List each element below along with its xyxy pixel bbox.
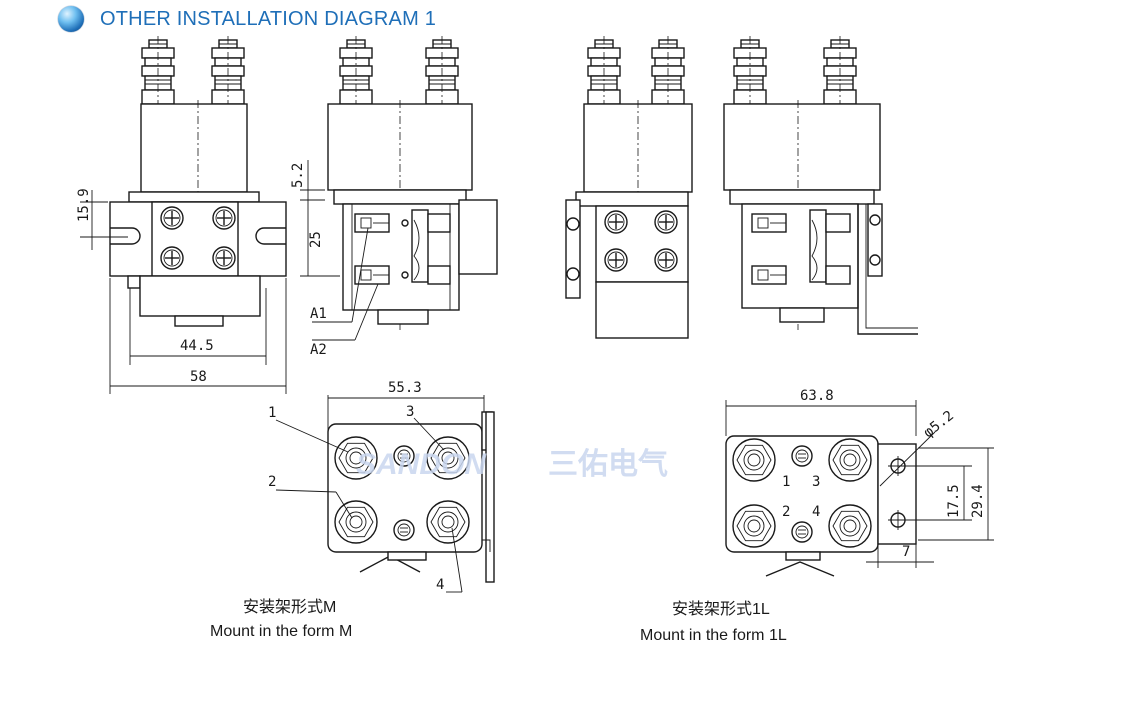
watermark-brand: SANDON <box>356 448 487 481</box>
label-4-m: 4 <box>436 577 444 593</box>
top-view-m: 55.3 1 2 3 4 <box>268 380 495 593</box>
watermark: SANDON 三佑电气 <box>356 448 668 481</box>
view-side-2: 5.2 25 A1 A2 <box>290 35 498 358</box>
dim-15-9: 15.9 <box>76 188 92 222</box>
section-header: OTHER INSTALLATION DIAGRAM 1 <box>58 4 436 34</box>
label-3-l: 3 <box>812 474 820 490</box>
dim-58: 58 <box>190 369 207 385</box>
bullet-icon <box>58 6 84 32</box>
top-view-1l: 63.8 1 3 2 4 φ5.2 17.5 29.4 <box>725 388 994 577</box>
label-4-l: 4 <box>812 504 820 520</box>
view-side-1: 15.9 44.5 58 <box>76 35 287 394</box>
caption-m-en: Mount in the form M <box>210 623 352 640</box>
dim-29-4: 29.4 <box>970 484 986 518</box>
label-1-m: 1 <box>268 405 276 421</box>
caption-l-cn: 安装架形式1L <box>672 600 770 618</box>
label-2-m: 2 <box>268 474 276 490</box>
label-1-l: 1 <box>782 474 790 490</box>
label-3-m: 3 <box>406 404 414 420</box>
label-2-l: 2 <box>782 504 790 520</box>
dim-5-2: 5.2 <box>290 163 306 188</box>
caption-m-cn: 安装架形式M <box>243 598 336 616</box>
watermark-cn: 三佑电气 <box>548 448 668 481</box>
view-side-4 <box>723 35 918 335</box>
dim-63-8: 63.8 <box>800 388 834 404</box>
dim-17-5: 17.5 <box>946 484 962 518</box>
section-title: OTHER INSTALLATION DIAGRAM 1 <box>100 7 437 30</box>
dim-44-5: 44.5 <box>180 338 214 354</box>
view-side-3 <box>565 35 693 340</box>
label-a2: A2 <box>310 342 327 358</box>
label-a1: A1 <box>310 306 327 322</box>
dim-25: 25 <box>308 231 324 248</box>
caption-l-en: Mount in the form 1L <box>640 627 787 644</box>
dim-phi-5-2: φ5.2 <box>921 408 957 441</box>
dim-7: 7 <box>902 544 910 560</box>
dim-55-3: 55.3 <box>388 380 422 396</box>
